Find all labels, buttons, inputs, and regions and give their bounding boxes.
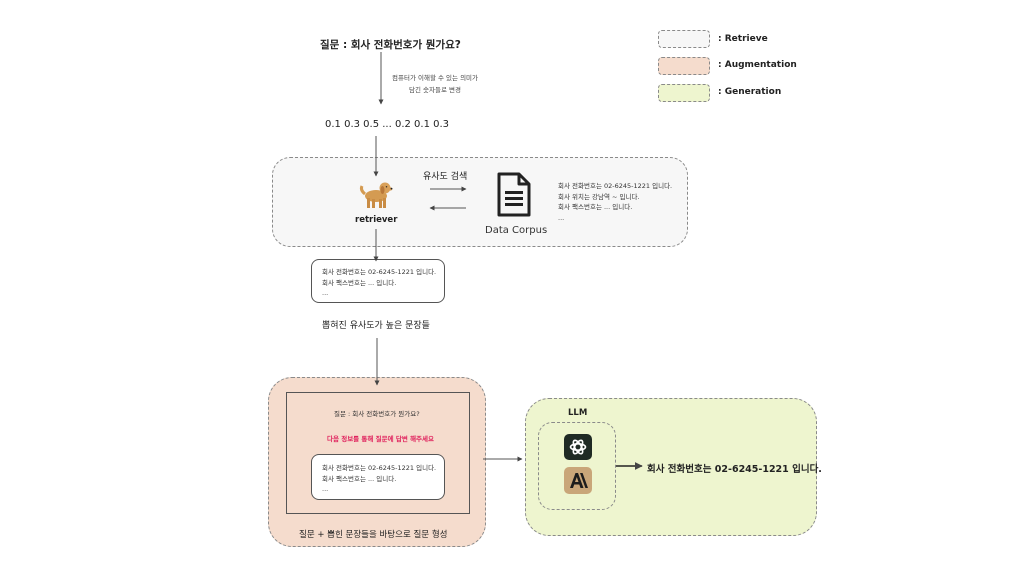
data-corpus-label: Data Corpus <box>485 225 548 236</box>
legend-label-generation: : Generation <box>718 87 782 97</box>
retriever-label: retriever <box>355 215 398 225</box>
corpus-line: 회사 위치는 강남역 ~ 입니다. <box>558 192 640 201</box>
retrieved-line: 회사 팩스번호는 ... 입니다. <box>322 278 397 287</box>
answer-text: 회사 전화번호는 02-6245-1221 입니다. <box>647 464 822 475</box>
legend-label-augmentation: : Augmentation <box>718 60 797 70</box>
retrieved-line: ... <box>322 289 329 297</box>
legend-label-retrieve: : Retrieve <box>718 34 768 44</box>
retrieve-box <box>272 157 688 247</box>
embedding-note-line: 담긴 숫자들로 변경 <box>409 86 461 94</box>
similarity-search-label: 유사도 검색 <box>423 172 468 182</box>
prompt-context-card: 회사 전화번호는 02-6245-1221 입니다. 회사 팩스번호는 ... … <box>311 454 445 500</box>
legend-swatch-augmentation <box>658 57 710 75</box>
document-icon <box>496 172 532 218</box>
dog-icon <box>358 176 394 212</box>
corpus-line: 회사 팩스번호는 ... 입니다. <box>558 203 633 211</box>
embedding-vector: 0.1 0.3 0.5 ... 0.2 0.1 0.3 <box>325 119 450 130</box>
augmentation-caption: 질문 + 뽑힌 문장들을 바탕으로 질문 형성 <box>299 530 448 540</box>
context-line: 회사 팩스번호는 ... 입니다. <box>322 474 397 483</box>
anthropic-icon <box>564 467 592 494</box>
prompt-question: 질문 : 회사 전화번호가 뭔가요? <box>334 410 420 418</box>
context-line: 회사 전화번호는 02-6245-1221 입니다. <box>322 464 437 472</box>
context-text: 회사 전화번호는 02-6245-1221 입니다. 회사 팩스번호는 ... … <box>322 463 436 495</box>
embedding-note: 컴퓨터가 이해할 수 있는 의미가 담긴 숫자들로 변경 <box>392 72 478 96</box>
retrieved-line: 회사 전화번호는 02-6245-1221 입니다. <box>322 268 437 276</box>
llm-label: LLM <box>568 408 588 418</box>
legend-swatch-generation <box>658 84 710 102</box>
context-line: ... <box>322 485 329 493</box>
openai-icon <box>564 434 592 460</box>
corpus-text: 회사 전화번호는 02-6245-1221 입니다. 회사 위치는 강남역 ~ … <box>558 181 672 223</box>
prompt-frame <box>286 392 470 514</box>
llm-group <box>538 422 616 510</box>
retrieved-text: 회사 전화번호는 02-6245-1221 입니다. 회사 팩스번호는 ... … <box>322 267 436 299</box>
corpus-line: ... <box>558 213 565 222</box>
retrieved-sentences-card: 회사 전화번호는 02-6245-1221 입니다. 회사 팩스번호는 ... … <box>311 259 445 303</box>
embedding-note-line: 컴퓨터가 이해할 수 있는 의미가 <box>392 74 479 82</box>
prompt-instruction: 다음 정보를 통해 질문에 답변 해주세요 <box>327 435 434 443</box>
question-text: 질문 : 회사 전화번호가 뭔가요? <box>320 39 461 51</box>
corpus-line: 회사 전화번호는 02-6245-1221 입니다. <box>558 182 673 190</box>
retrieved-caption: 뽑혀진 유사도가 높은 문장들 <box>322 321 430 331</box>
legend-swatch-retrieve <box>658 30 710 48</box>
